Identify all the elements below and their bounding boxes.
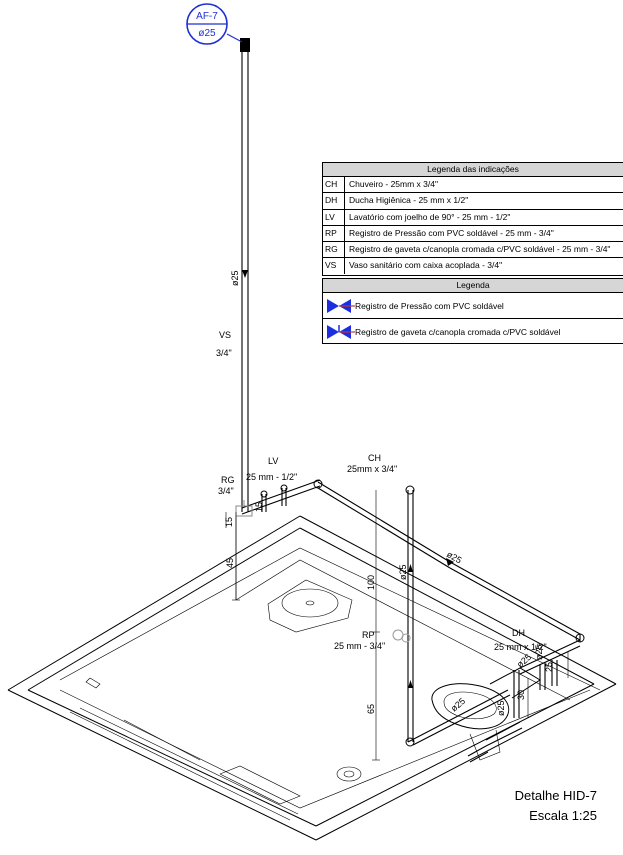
legend-symbol-row: Registro de gaveta c/canopla cromada c/P… <box>323 319 623 344</box>
legend-desc: Lavatório com joelho de 90° - 25 mm - 1/… <box>349 211 511 222</box>
dim-100: 100 <box>366 575 376 590</box>
rg-valve-symbol <box>235 500 253 517</box>
legend-code: VS <box>323 258 345 274</box>
legend-symbols: Legenda Registro de Pressão com PVC sold… <box>322 278 623 344</box>
ch-label-size: 25mm x 3/4" <box>347 464 397 474</box>
legend-code: LV <box>323 209 345 225</box>
gate-valve-icon <box>327 324 355 339</box>
rg-label-size: 3/4" <box>218 486 234 496</box>
lv-label-code: LV <box>268 456 278 466</box>
pipe-elbows <box>260 479 585 747</box>
rp-label-size: 25 mm - 3/4" <box>334 641 385 651</box>
dim-30: 30 <box>516 690 526 700</box>
legend-code: DH <box>323 193 345 209</box>
rp-label-code: RP <box>362 630 375 640</box>
legend-symbol-label: Registro de gaveta c/canopla cromada c/P… <box>355 326 561 337</box>
legend-desc: Registro de gaveta c/canopla cromada c/P… <box>349 244 611 255</box>
dimension-lines <box>225 490 569 761</box>
floor-drain-round <box>336 766 362 782</box>
dh-label-code: DH <box>512 628 525 638</box>
legend-row: VS Vaso sanitário com caixa acoplada - 3… <box>323 258 623 274</box>
dh-label-size: 25 mm x 1/2" <box>494 642 547 652</box>
legend-symbol-label: Registro de Pressão com PVC soldável <box>355 300 504 311</box>
pressure-valve-icon <box>327 298 355 313</box>
lv-label-size: 25 mm - 1/2" <box>246 472 297 482</box>
pipe-dia-a: ø25 <box>515 652 533 670</box>
detail-title: Detalhe HID-7 <box>514 788 597 803</box>
riser-tag-code: AF-7 <box>196 11 218 22</box>
riser-top-fitting <box>240 38 250 52</box>
pipe-dia-c: ø25 <box>496 700 506 716</box>
legend-symbols-title: Legenda <box>323 279 623 293</box>
pipe-dia-ch: ø25 <box>398 564 408 580</box>
flow-arrows <box>242 270 454 688</box>
riser-fixture-size: 3/4" <box>216 348 232 358</box>
legend-row: RP Registro de Pressão com PVC soldável … <box>323 225 623 243</box>
pipe-dia-b: ø25 <box>449 696 467 714</box>
ch-label-code: CH <box>368 453 381 463</box>
legend-indications-title: Legenda das indicações <box>323 163 623 177</box>
bathroom-floor <box>7 515 617 841</box>
legend-desc: Ducha Higiênica - 25 mm x 1/2" <box>349 195 469 206</box>
pipe-dia-d: ø25 <box>534 644 544 660</box>
legend-row: LV Lavatório com joelho de 90° - 25 mm -… <box>323 209 623 226</box>
legend-row: DH Ducha Higiênica - 25 mm x 1/2" <box>323 193 623 210</box>
dim-15-b: 15 <box>254 502 264 512</box>
legend-code: RP <box>323 225 345 242</box>
rp-valve-symbol <box>392 629 411 643</box>
riser-tag: AF-7 ø25 <box>186 3 243 45</box>
floor-drain-square <box>267 579 353 633</box>
dim-45: 45 <box>225 558 235 568</box>
scale-label: Escala 1:25 <box>529 808 597 823</box>
title-block: Detalhe HID-7 Escala 1:25 <box>515 786 597 826</box>
isometric-plumbing-drawing: AF-7 ø25 ø25 VS 3/4" RG 3/4" LV 25 mm - … <box>7 3 617 841</box>
riser-tag-diameter: ø25 <box>198 28 216 39</box>
legend-symbol-row: Registro de Pressão com PVC soldável <box>323 293 623 319</box>
legend-desc: Registro de Pressão com PVC soldável - 2… <box>349 227 554 238</box>
dim-65: 65 <box>366 704 376 714</box>
toilet-fixture <box>431 667 541 761</box>
legend-row: CH Chuveiro - 25mm x 3/4" <box>323 177 623 194</box>
rg-label-code: RG <box>221 475 235 485</box>
legend-code: CH <box>323 177 345 193</box>
legend-desc: Chuveiro - 25mm x 3/4" <box>349 179 438 189</box>
legend-desc: Vaso sanitário com caixa acoplada - 3/4" <box>349 260 503 271</box>
dim-25-b: 25 <box>544 662 554 672</box>
legend-indications: Legenda das indicações CH Chuveiro - 25m… <box>322 162 623 276</box>
legend-row: RG Registro de gaveta c/canopla cromada … <box>323 242 623 259</box>
riser-fixture-code: VS <box>219 330 231 340</box>
dim-15-a: 15 <box>224 517 234 527</box>
riser-diameter-label: ø25 <box>230 270 240 286</box>
legend-code: RG <box>323 242 345 258</box>
